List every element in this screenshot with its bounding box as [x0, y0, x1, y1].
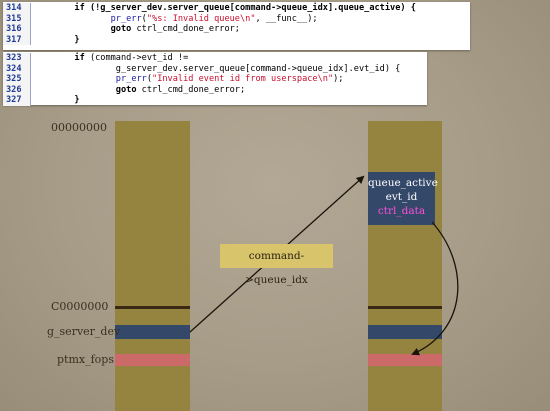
code-token: ctrl_cmd_done_error; [136, 84, 246, 95]
line-number: 324 [3, 63, 31, 74]
kernel-boundary-right [368, 306, 442, 309]
line-number: 326 [3, 84, 31, 95]
field-queue-active: queue_active [368, 177, 438, 189]
code-snippet-top: 314 if (!g_server_dev.server_queue[comma… [3, 2, 470, 50]
code-token: "%s: Invalid queue\n" [146, 13, 256, 24]
code-line-315: 315 pr_err("%s: Invalid queue\n", __func… [3, 13, 470, 24]
ptmx-fops-band-right [368, 354, 442, 366]
code-text: g_server_dev.server_queue[command->queue… [33, 63, 401, 74]
code-text: pr_err("%s: Invalid queue\n", __func__); [33, 14, 318, 24]
code-text: if (command->evt_id != [33, 53, 188, 63]
code-line-324: 324 g_server_dev.server_queue[command->q… [3, 63, 427, 74]
code-line-323: 323 if (command->evt_id != [3, 53, 427, 64]
address-label-kernel-base: C0000000 [51, 300, 109, 313]
field-ctrl-data: ctrl_data [377, 205, 426, 217]
queue-idx-label: command->queue_idx [220, 244, 333, 286]
line-number: 317 [3, 34, 31, 45]
line-number: 315 [3, 13, 31, 24]
server-dev-band-right [368, 325, 442, 339]
code-token: "Invalid event id from userspace\n" [152, 74, 334, 84]
code-line-316: 316 goto ctrl_cmd_done_error; [3, 24, 470, 35]
code-token: , __func__); [255, 13, 318, 24]
field-evt-id: evt_id [385, 191, 418, 203]
code-line-325: 325 pr_err("Invalid event id from usersp… [3, 74, 427, 85]
code-token: ( [141, 13, 147, 24]
code-token: } [74, 34, 80, 45]
server-queue-struct: queue_active evt_id ctrl_data [368, 172, 438, 225]
code-text: pr_err("Invalid event id from userspace\… [33, 74, 344, 84]
line-number: 327 [3, 95, 31, 106]
code-text: goto ctrl_cmd_done_error; [33, 85, 245, 95]
address-label-zero: 00000000 [51, 121, 107, 134]
line-number: 323 [3, 53, 31, 64]
code-token: } [74, 95, 80, 105]
code-line-317: 317 } [3, 34, 470, 45]
code-token: ); [333, 74, 344, 84]
code-token: (!g_server_dev.server_queue[command->que… [84, 3, 416, 13]
ptmx-fops-band-left [115, 354, 190, 366]
code-token: ( [146, 74, 153, 84]
code-token: pr_err [115, 74, 147, 84]
code-line-327: 327 } [3, 95, 427, 106]
code-token: ctrl_cmd_done_error; [131, 24, 240, 34]
code-text: } [33, 34, 80, 45]
code-snippet-bottom: 323 if (command->evt_id != 324 g_server_… [3, 52, 427, 106]
code-line-314: 314 if (!g_server_dev.server_queue[comma… [3, 3, 470, 14]
code-text: } [33, 95, 80, 105]
code-token: g_server_dev.server_queue[command->queue… [33, 63, 401, 74]
server-dev-band-left [115, 325, 190, 339]
code-token: pr_err [110, 13, 142, 24]
code-text: goto ctrl_cmd_done_error; [33, 24, 240, 34]
code-line-326: 326 goto ctrl_cmd_done_error; [3, 84, 427, 95]
code-text: if (!g_server_dev.server_queue[command->… [33, 3, 416, 13]
line-number: 325 [3, 74, 31, 85]
kernel-boundary-left [115, 306, 190, 309]
code-token: goto [110, 24, 132, 34]
code-token: goto [115, 84, 137, 95]
line-number: 314 [3, 3, 31, 14]
line-number: 316 [3, 24, 31, 35]
label-g-server-dev: g_server_dev [47, 325, 121, 338]
code-token: (command->evt_id != [84, 53, 189, 63]
ctrl-data-arrow [411, 221, 459, 356]
code-token: if [74, 53, 85, 63]
label-ptmx-fops: ptmx_fops [57, 353, 114, 366]
code-token: if [74, 3, 85, 13]
